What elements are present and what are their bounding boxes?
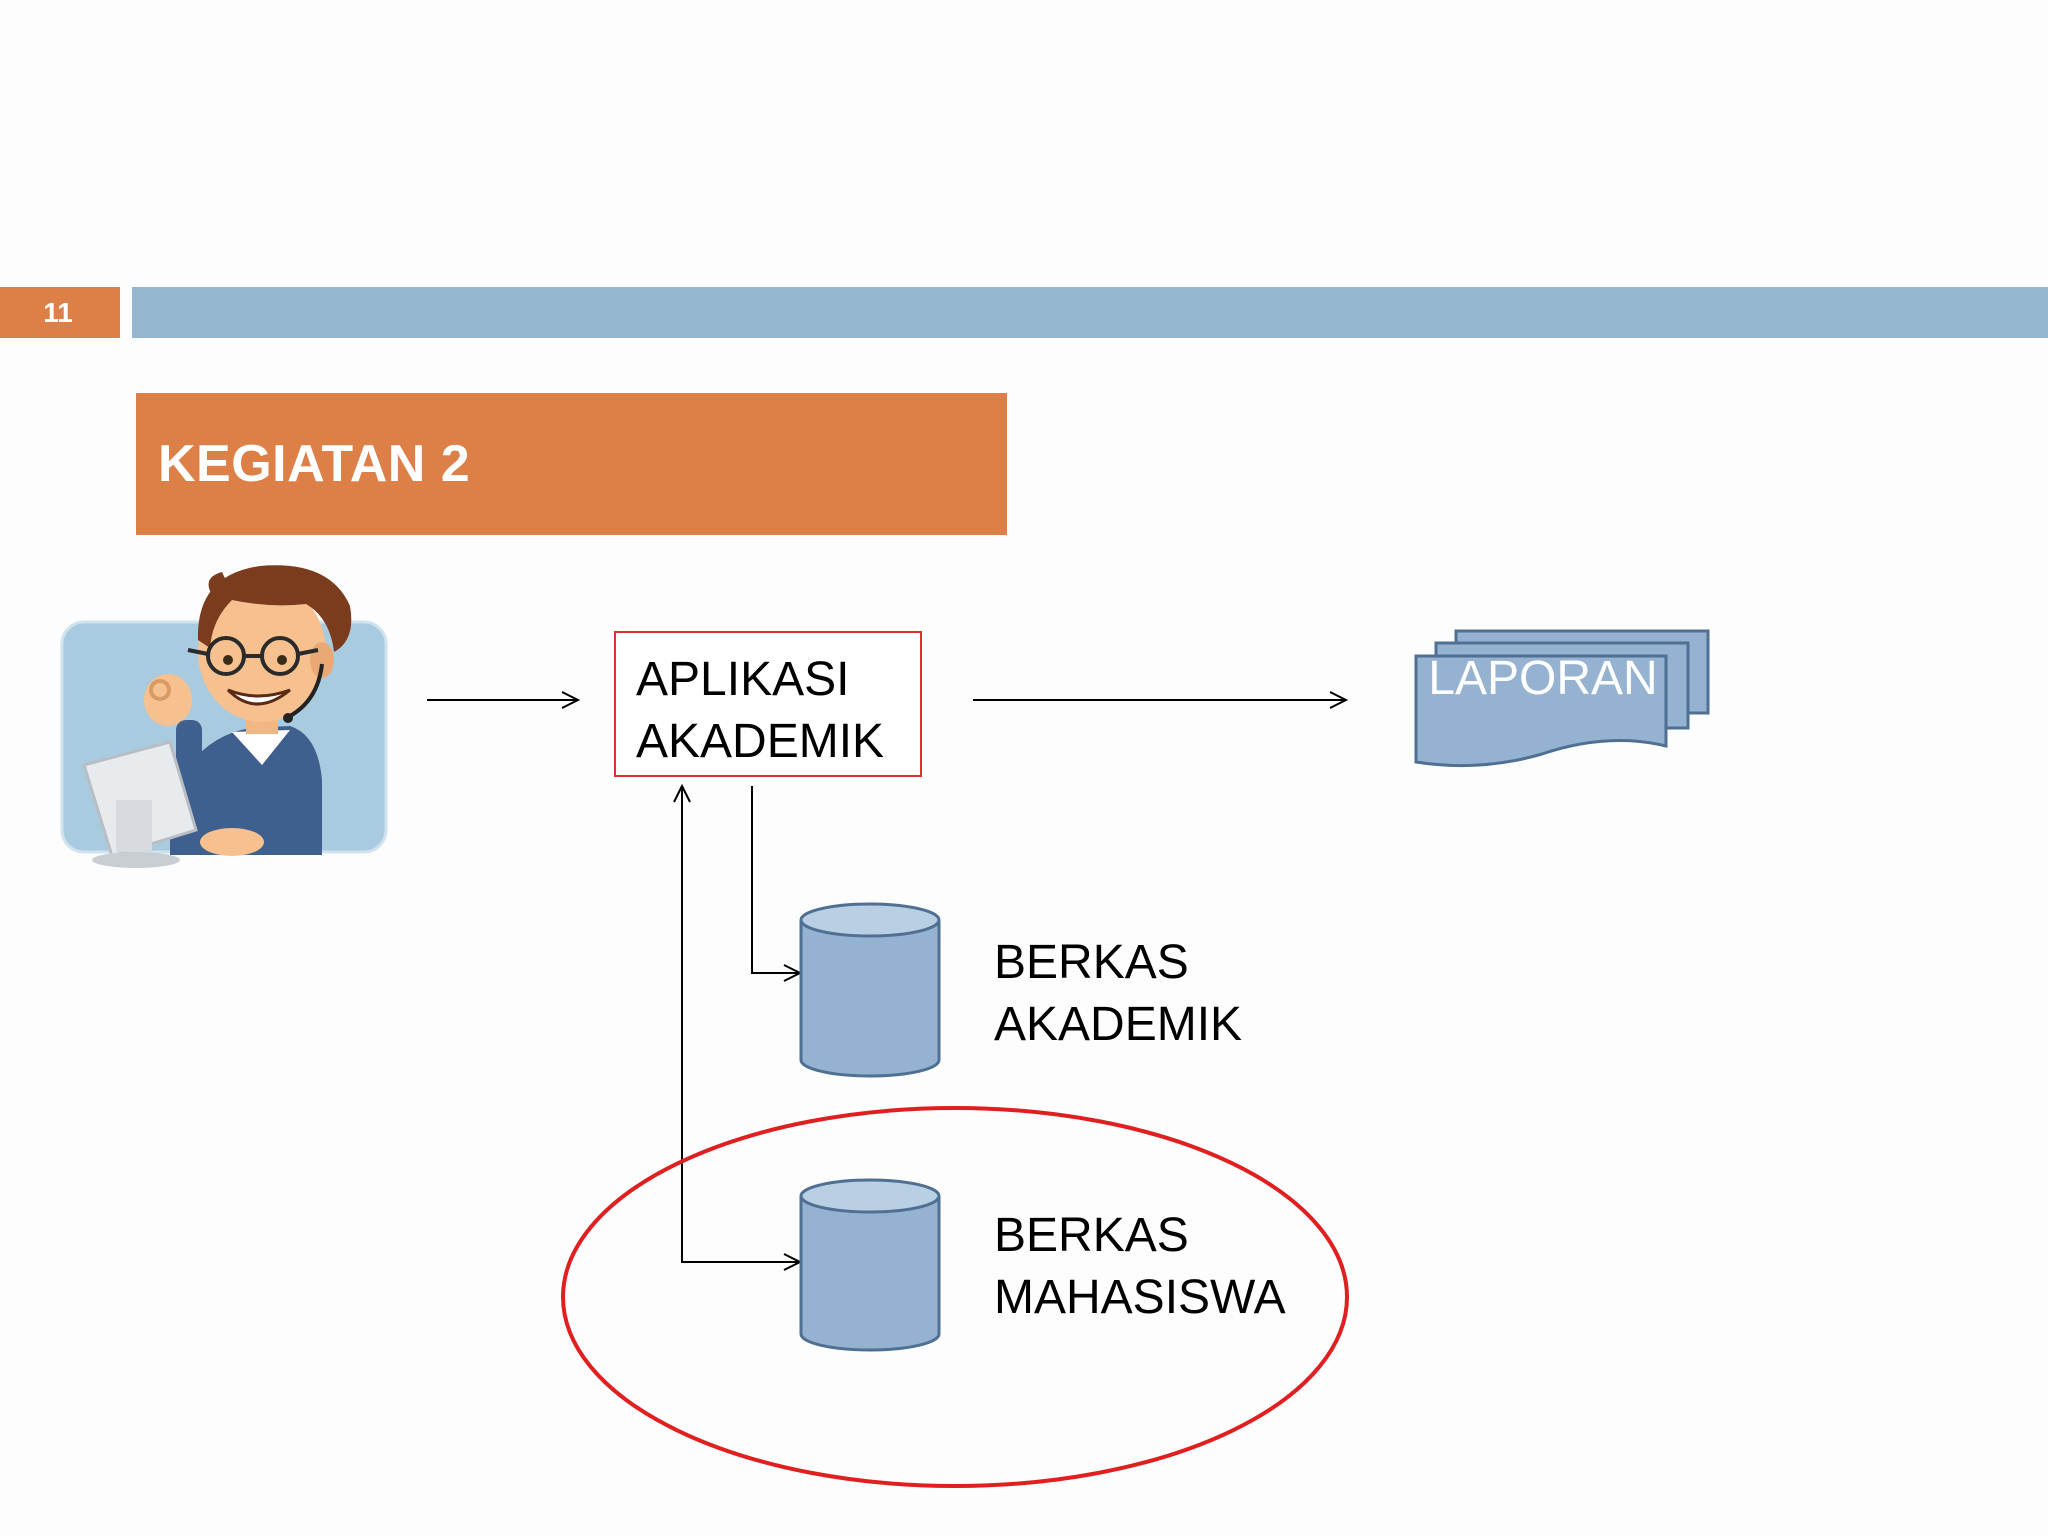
highlight-ellipse	[561, 1106, 1349, 1488]
person-at-computer-icon	[60, 565, 388, 868]
slide-title: KEGIATAN 2	[158, 435, 471, 493]
store-mahasiswa-label-line1: BERKAS	[994, 1209, 1189, 1262]
database-icon	[799, 902, 941, 1078]
multi-document-icon	[1414, 629, 1710, 768]
slide-number-text: 11	[43, 296, 73, 328]
database-icon	[799, 1178, 941, 1352]
application-box: APLIKASI AKADEMIK	[614, 631, 922, 777]
slide-number: 11	[0, 287, 120, 338]
store-akademik-label-line1: BERKAS	[994, 936, 1189, 989]
header-bar	[132, 287, 2048, 338]
title-banner: KEGIATAN 2	[136, 393, 1007, 535]
application-label-line1: APLIKASI	[636, 653, 850, 706]
flow-arrow-app-to-akademik	[751, 786, 800, 973]
report-label: LAPORAN	[1428, 652, 1658, 705]
flow-arrow-app-to-mahasiswa	[681, 786, 800, 1262]
application-label-line2: AKADEMIK	[636, 715, 885, 768]
store-akademik-label-line2: AKADEMIK	[994, 998, 1243, 1051]
store-mahasiswa-label-line2: MAHASISWA	[994, 1271, 1286, 1324]
